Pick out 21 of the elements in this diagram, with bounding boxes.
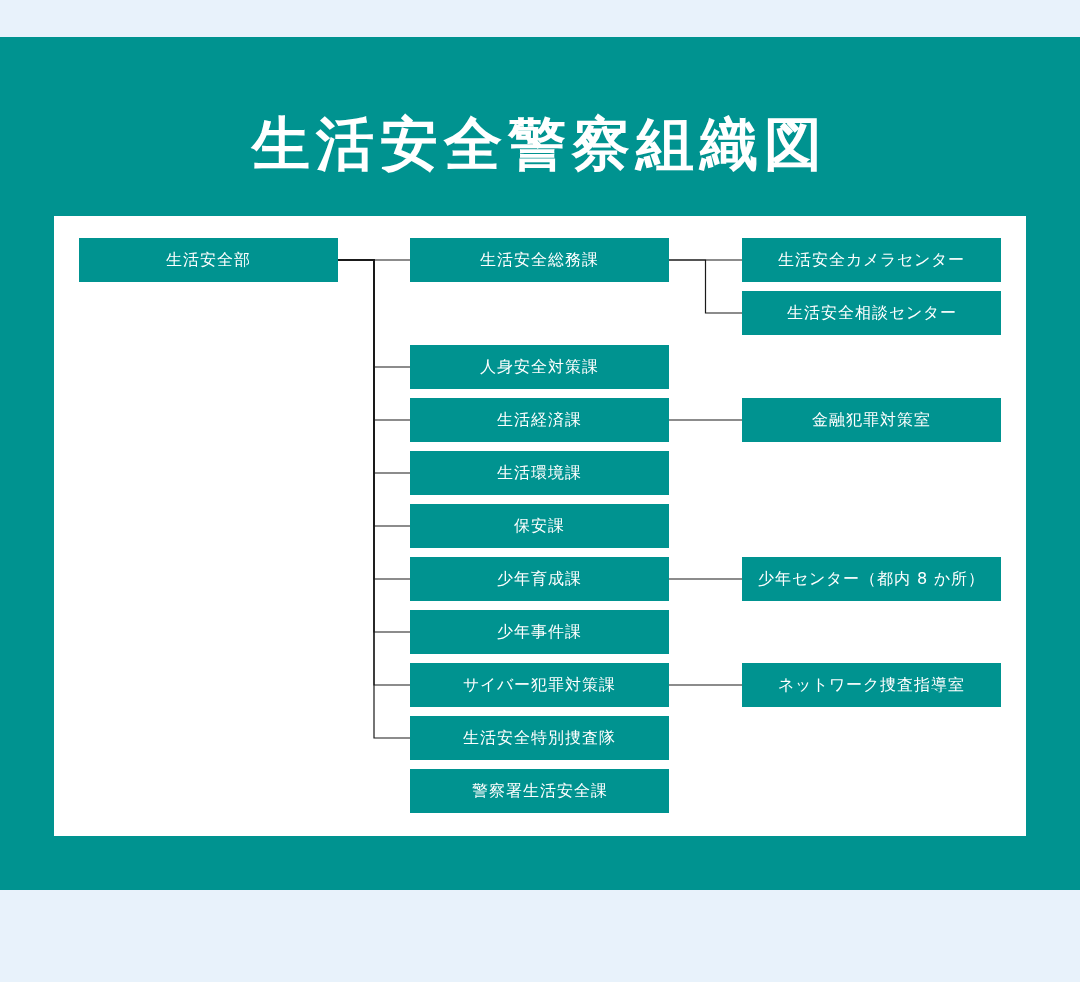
- department-box: 人身安全対策課: [410, 345, 669, 389]
- department-box: 少年事件課: [410, 610, 669, 654]
- department-box: 生活安全特別捜査隊: [410, 716, 669, 760]
- connector-line: [668, 578, 743, 580]
- department-box: 警察署生活安全課: [410, 769, 669, 813]
- connector-line: [668, 259, 743, 314]
- department-box: 金融犯罪対策室: [742, 398, 1001, 442]
- connector-line: [668, 684, 743, 686]
- department-box: サイバー犯罪対策課: [410, 663, 669, 707]
- department-box: 生活環境課: [410, 451, 669, 495]
- chart-title: 生活安全警察組織図: [250, 109, 829, 180]
- department-box: ネットワーク捜査指導室: [742, 663, 1001, 707]
- department-box: 保安課: [410, 504, 669, 548]
- department-box: 生活経済課: [410, 398, 669, 442]
- connector-line: [668, 419, 743, 421]
- department-box: 生活安全カメラセンター: [742, 238, 1001, 282]
- department-box: 生活安全相談センター: [742, 291, 1001, 335]
- department-box: 生活安全総務課: [410, 238, 669, 282]
- department-box: 少年センター（都内 8 か所）: [742, 557, 1001, 601]
- department-box: 少年育成課: [410, 557, 669, 601]
- department-box: 生活安全部: [79, 238, 338, 282]
